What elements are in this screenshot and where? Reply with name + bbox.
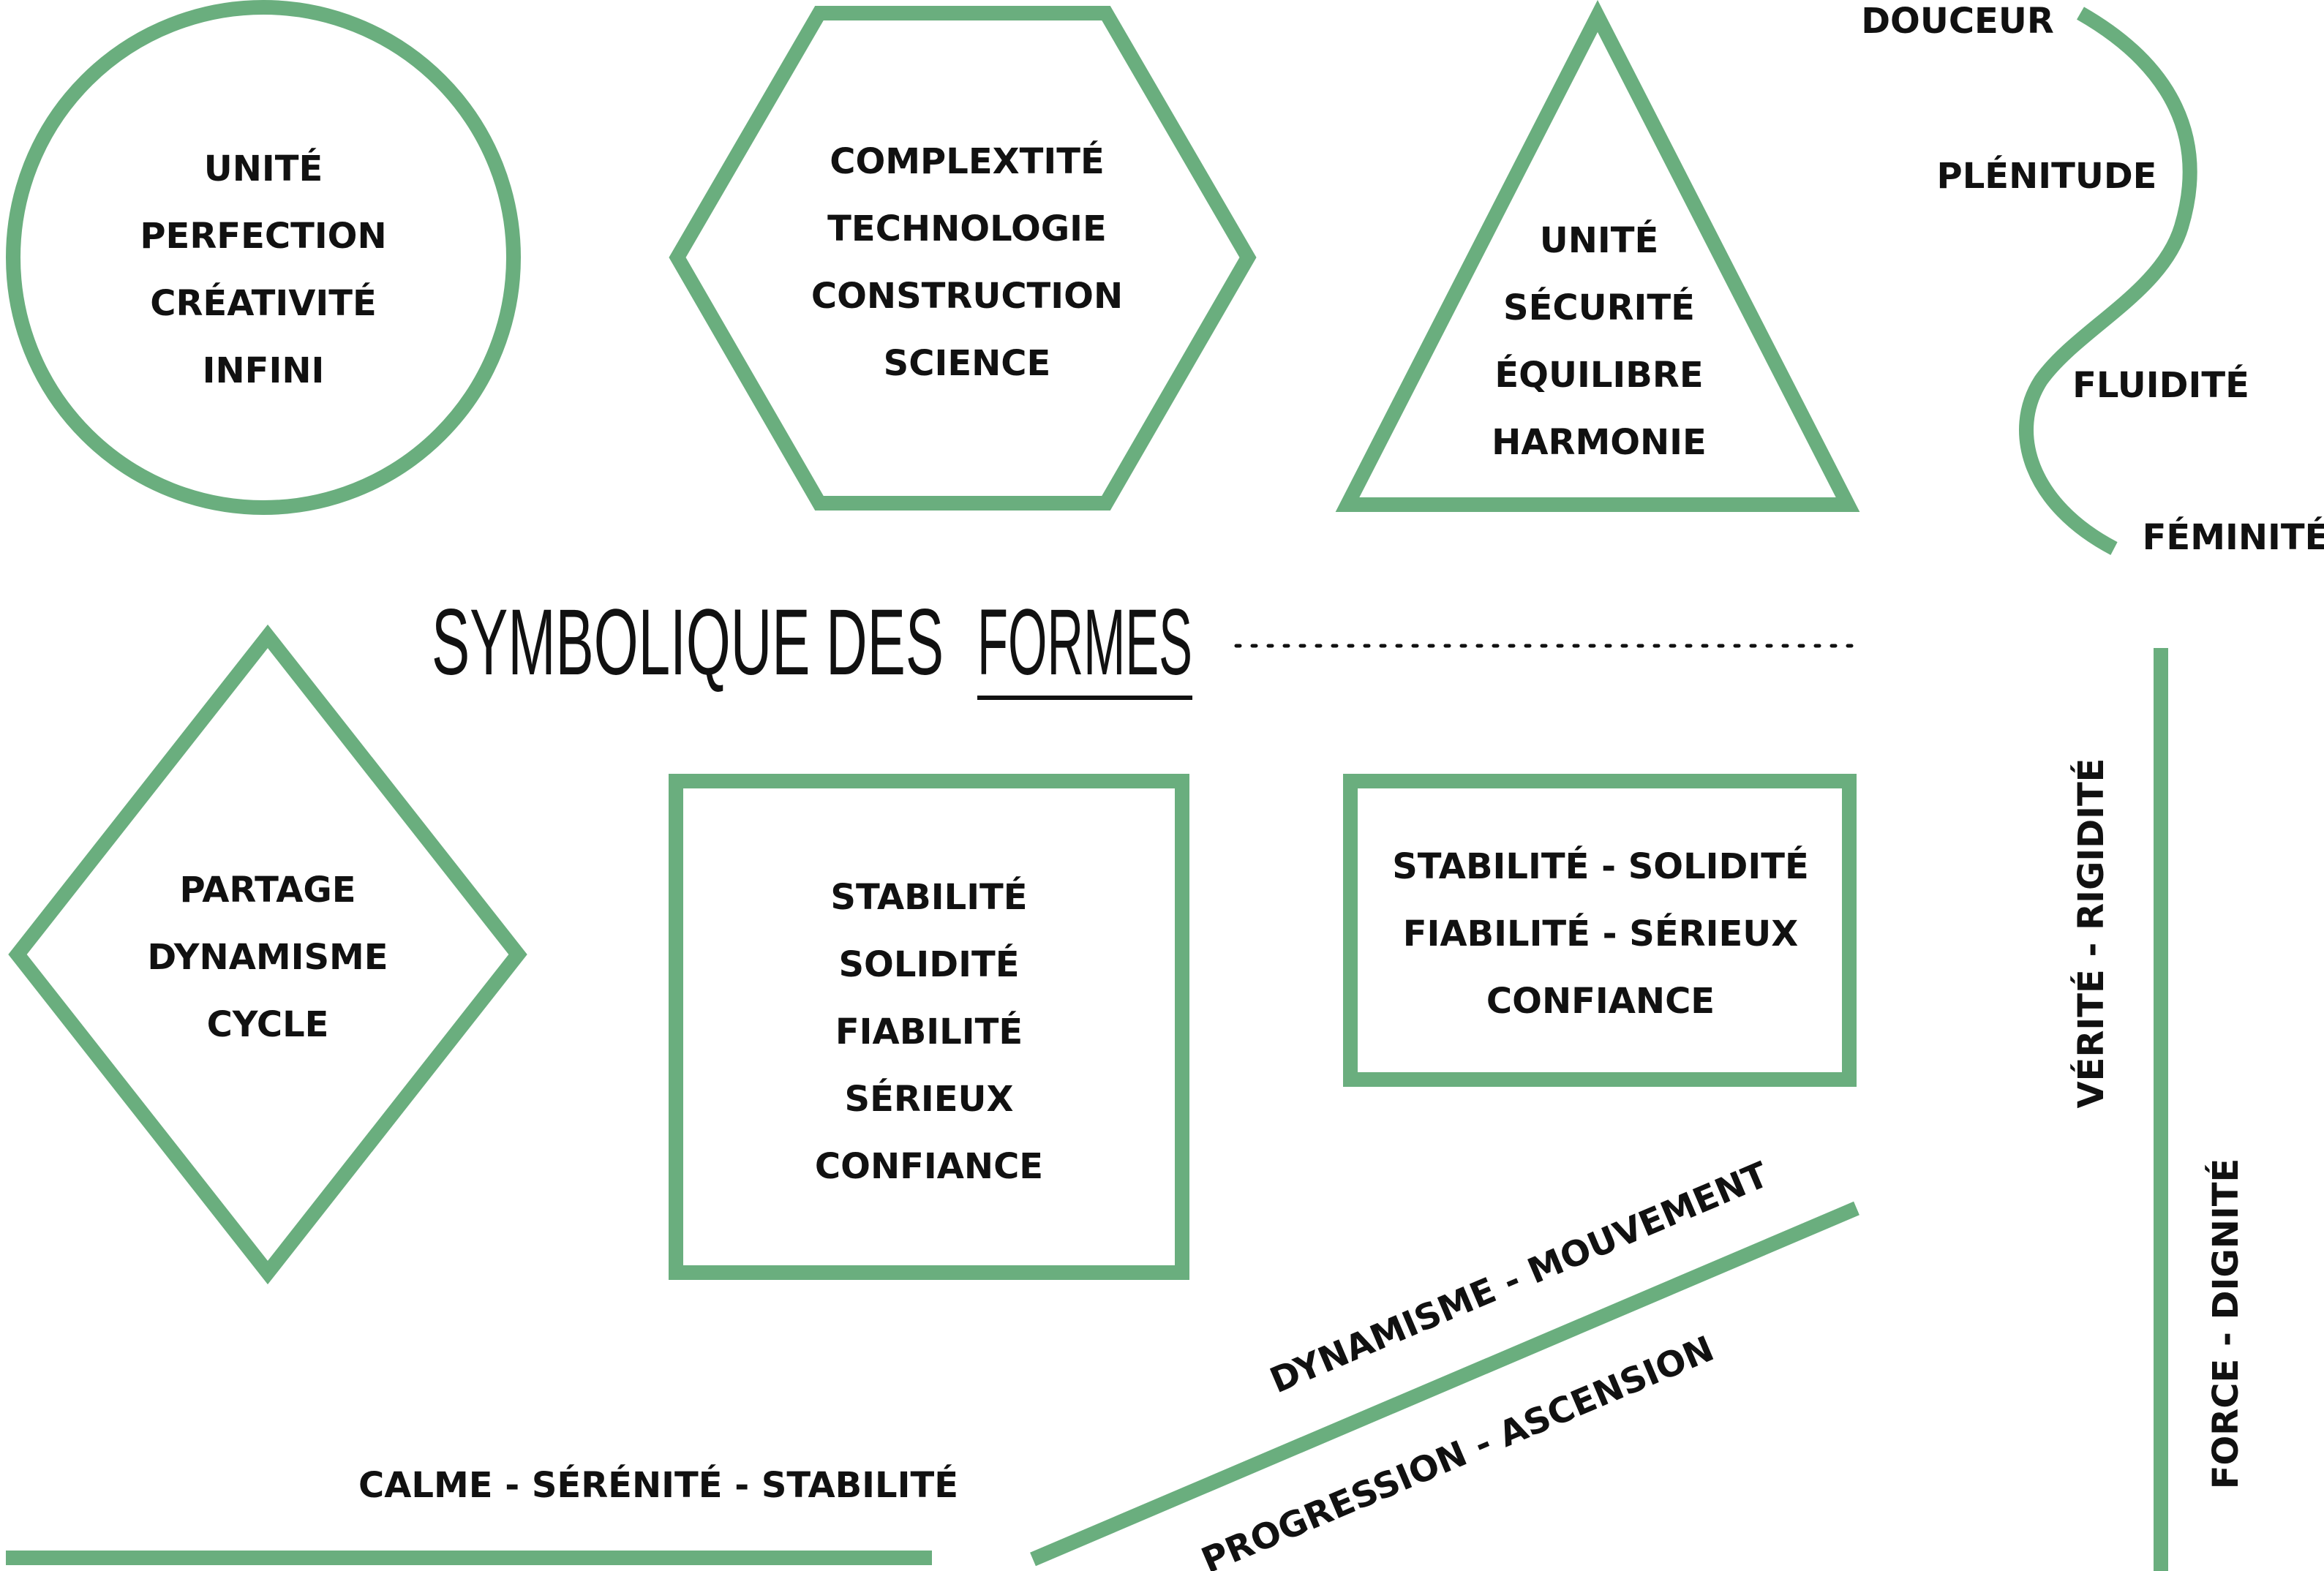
diagonal-line: [1030, 1201, 1859, 1567]
triangle-label: HARMONIE: [1492, 422, 1707, 463]
rectangle-labels: STABILITÉ - SOLIDITÉ FIABILITÉ - SÉRIEUX…: [1392, 845, 1809, 1022]
page-title: SYMBOLIQUE DES: [432, 590, 944, 695]
triangle-shape: [1335, 0, 1860, 512]
hexagon-label: COMPLEXTITÉ: [830, 140, 1105, 182]
rectangle-label: FIABILITÉ - SÉRIEUX: [1403, 913, 1799, 954]
circle-label: CRÉATIVITÉ: [150, 282, 377, 324]
circle-label: INFINI: [203, 350, 325, 391]
square-labels: STABILITÉ SOLIDITÉ FIABILITÉ SÉRIEUX CON…: [815, 876, 1043, 1187]
square-label: SÉRIEUX: [845, 1078, 1014, 1120]
curve-label: PLÉNITUDE: [1937, 155, 2157, 197]
square-label: SOLIDITÉ: [838, 943, 1019, 985]
diamond-labels: PARTAGE DYNAMISME CYCLE: [147, 870, 388, 1045]
hexagon-shape: [669, 6, 1257, 511]
vertical-line-upper-label: VÉRITÉ - RIGIDITÉ: [2070, 758, 2112, 1109]
curve-label: DOUCEUR: [1861, 1, 2054, 42]
hexagon-label: TECHNOLOGIE: [827, 208, 1107, 249]
vertical-line-lower-label: FORCE - DIGNITÉ: [2205, 1159, 2246, 1490]
rectangle-label: CONFIANCE: [1486, 981, 1715, 1022]
hexagon-labels: COMPLEXTITÉ TECHNOLOGIE CONSTRUCTION SCI…: [811, 140, 1123, 384]
diamond-label: PARTAGE: [179, 870, 356, 911]
square-shape: [669, 774, 1189, 1280]
circle-shape: [6, 0, 521, 515]
hexagon-label: CONSTRUCTION: [811, 276, 1123, 317]
square-label: STABILITÉ: [830, 876, 1027, 918]
diamond-label: CYCLE: [207, 1004, 329, 1045]
page-title-underlined-word: FORMES: [977, 590, 1192, 695]
rectangle-label: STABILITÉ - SOLIDITÉ: [1392, 845, 1809, 887]
diamond-shape: [8, 624, 527, 1285]
square-label: CONFIANCE: [815, 1146, 1043, 1187]
square-label: FIABILITÉ: [835, 1011, 1023, 1052]
curve-label: FLUIDITÉ: [2072, 364, 2249, 406]
circle-labels: UNITÉ PERFECTION CRÉATIVITÉ INFINI: [140, 148, 386, 391]
curve-labels: DOUCEUR PLÉNITUDE FLUIDITÉ FÉMINITÉ: [1861, 1, 2324, 558]
triangle-label: ÉQUILIBRE: [1494, 354, 1703, 396]
triangle-label: SÉCURITÉ: [1503, 287, 1695, 328]
rectangle-shape: [1343, 774, 1857, 1087]
hexagon-label: SCIENCE: [884, 343, 1051, 384]
circle-label: UNITÉ: [204, 148, 323, 189]
diamond-label: DYNAMISME: [147, 937, 388, 978]
s-curve-shape: [2019, 7, 2197, 555]
triangle-label: UNITÉ: [1540, 219, 1659, 261]
curve-label: FÉMINITÉ: [2143, 516, 2324, 558]
circle-label: PERFECTION: [140, 216, 386, 257]
triangle-labels: UNITÉ SÉCURITÉ ÉQUILIBRE HARMONIE: [1492, 219, 1707, 463]
horizontal-line-label: CALME - SÉRÉNITÉ - STABILITÉ: [358, 1464, 958, 1506]
